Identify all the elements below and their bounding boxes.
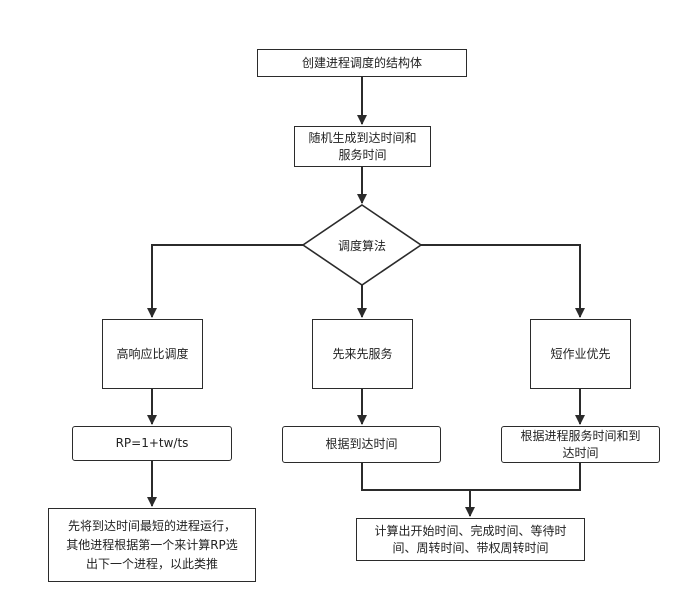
node-hrrn: 高响应比调度: [102, 319, 203, 389]
arrow-decision-to-hrrn: [147, 244, 303, 318]
node-by-service-and-arrival: 根据进程服务时间和到 达时间: [501, 426, 660, 463]
node-by-arrival-time: 根据到达时间: [282, 426, 441, 463]
arrow-decision-to-sjf: [421, 244, 585, 318]
node-sjf: 短作业优先: [530, 319, 631, 389]
node-compute-times: 计算出开始时间、完成时间、等待时 间、周转时间、带权周转时间: [356, 518, 585, 561]
node-hrrn-detail: 先将到达时间最短的进程运行， 其他进程根据第一个来计算RP选 出下一个进程，以此…: [48, 508, 256, 582]
node-scheduling-algorithm: 调度算法: [337, 238, 386, 253]
node-random-generate: 随机生成到达时间和 服务时间: [294, 126, 431, 167]
node-rp-formula: RP=1+tw/ts: [72, 426, 232, 461]
node-fcfs: 先来先服务: [312, 319, 413, 389]
merge-line: [361, 462, 581, 491]
node-create-struct: 创建进程调度的结构体: [257, 49, 467, 77]
